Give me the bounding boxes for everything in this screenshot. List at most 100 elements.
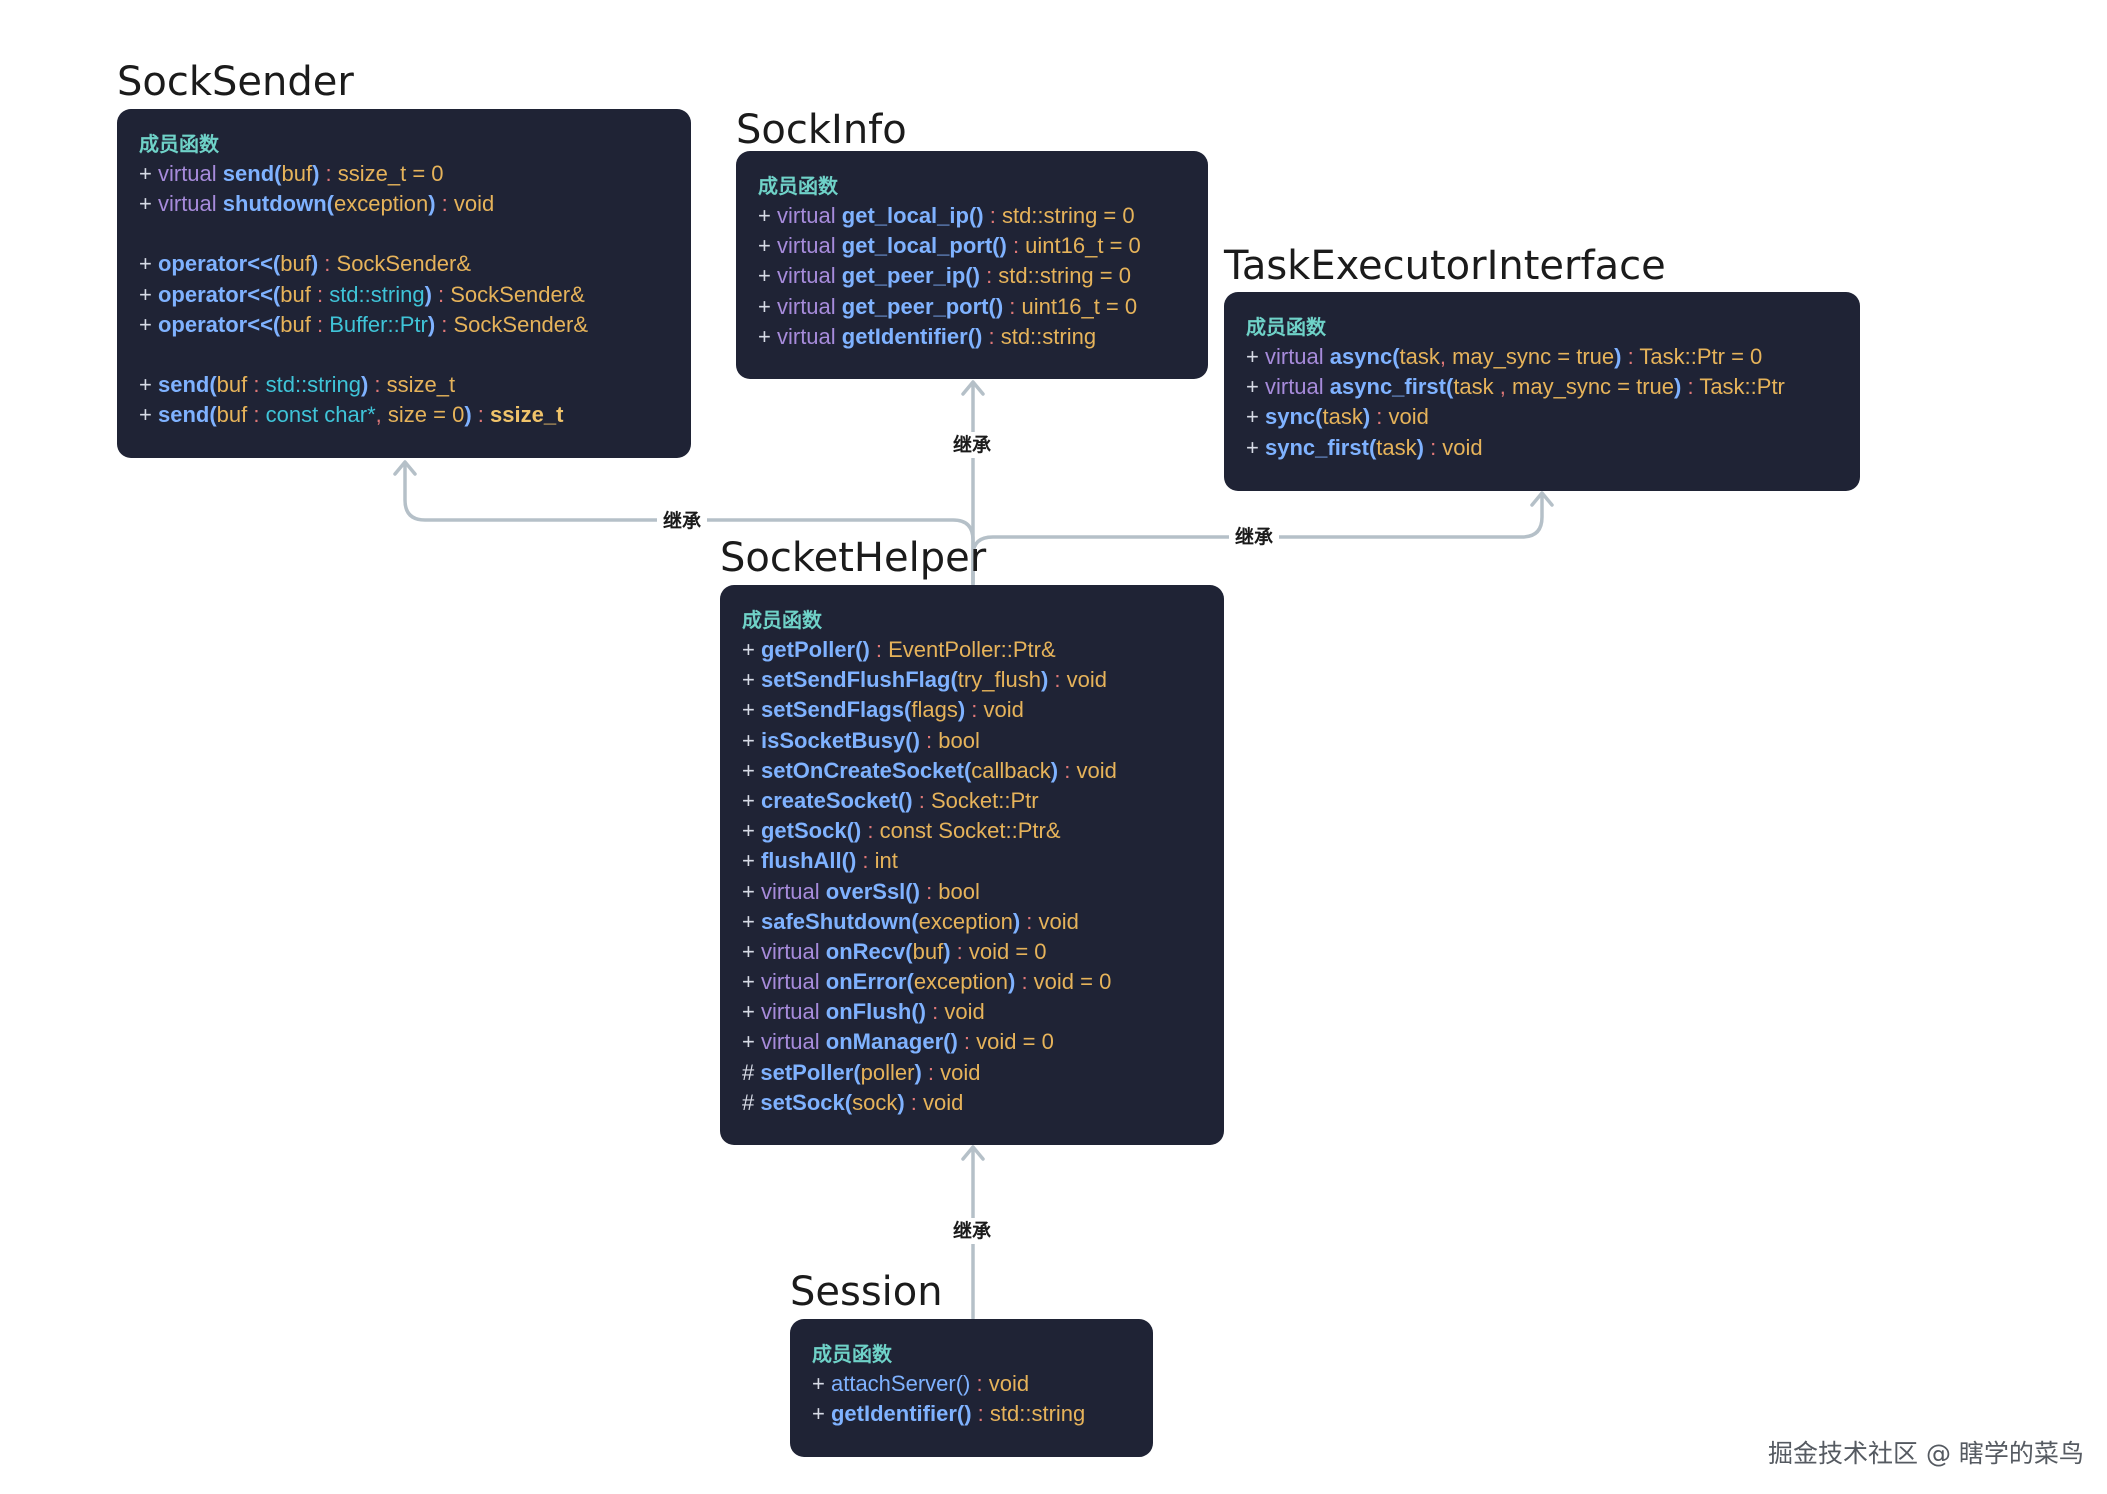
return-separator: : [1423,434,1443,460]
return-separator: : [431,281,451,307]
member-paren-close: ) [310,251,319,277]
member-return-type: void = 0 [968,938,1047,964]
member-row: + virtual overSsl() : bool [742,877,1202,907]
member-row: + virtual get_peer_ip() : std::string = … [758,261,1186,291]
member-paren-close: ) [360,371,369,397]
member-paren-close: ) [862,637,870,662]
edge-label-inherit-sockinfo: 继承 [947,432,998,458]
member-modifier: virtual [776,263,836,289]
class-box-taskexecutorinterface: 成员函数 + virtual async(task, may_sync = tr… [1224,292,1860,491]
member-row: + sync(task) : void [1246,402,1838,432]
member-paren-open: ( [272,311,281,337]
member-paren-open: ( [897,787,906,813]
member-row: + getPoller() : EventPoller::Ptr& [742,635,1202,665]
member-row: + virtual onManager() : void = 0 [742,1027,1202,1057]
member-param: task [1453,374,1500,400]
member-visibility: + [758,233,771,259]
member-paren-open: ( [950,667,958,693]
member-name: setOnCreateSocket [760,757,964,783]
member-row: + operator<<(buf : std::string) : SockSe… [139,280,669,310]
member-return-type: void [453,191,495,217]
return-separator: : [869,637,889,662]
class-title-taskexecutorinterface: TaskExecutorInterface [1224,243,1666,289]
member-paren-open: ( [326,191,334,217]
member-return-type: EventPoller::Ptr& [888,637,1056,662]
member-modifier: virtual [776,293,836,319]
member-paren-close: ) [1362,404,1371,430]
member-row: + send(buf : std::string) : ssize_t [139,370,669,400]
member-row: + send(buf : const char*, size = 0) : ss… [139,400,669,430]
class-box-sockethelper: 成员函数 + getPoller() : EventPoller::Ptr&+ … [720,585,1224,1145]
member-param-type: std::string [265,371,361,397]
member-list-session: + attachServer() : void+ getIdentifier()… [812,1369,1131,1429]
member-visibility: + [139,402,152,428]
member-name: send [157,402,210,428]
member-modifier: virtual [760,878,820,904]
edge-label-inherit-taskexecutor: 继承 [1229,524,1280,550]
class-title-socksender: SockSender [117,59,354,105]
class-title-sockinfo: SockInfo [736,107,907,153]
member-name: getSock [760,818,847,844]
arrowhead-sockinfo [961,380,985,396]
member-paren-close: ) [853,818,862,844]
member-row: + setSendFlushFlag(try_flush) : void [742,665,1202,695]
member-name: sync [1264,404,1316,430]
param-type-separator: : [247,402,266,428]
member-return-type: ssize_t = 0 [337,161,444,186]
member-name: async_first [1329,374,1446,400]
member-visibility: + [758,203,771,228]
member-paren-open: ( [963,757,972,783]
return-separator: : [1003,293,1022,319]
member-paren-close: ) [1614,344,1622,369]
member-name: setPoller [760,1059,854,1085]
member-visibility: + [1246,404,1259,430]
member-param: poller [860,1059,915,1085]
member-name: get_peer_ip [841,263,966,289]
member-visibility: + [742,969,755,995]
return-separator: : [950,938,969,964]
return-separator: : [921,1059,941,1085]
member-return-type: void = 0 [1033,969,1112,995]
param-type-separator: : [247,371,266,397]
member-paren-open: ( [905,938,913,964]
member-row: + virtual shutdown(exception) : void [139,189,669,219]
member-row: # setPoller(poller) : void [742,1058,1202,1088]
member-visibility: + [742,697,755,723]
member-visibility: + [742,938,755,964]
member-row: + createSocket() : Socket::Ptr [742,786,1202,816]
member-paren-open: ( [911,999,919,1025]
member-return-type: void [1066,667,1107,693]
member-name: setSendFlags [760,697,905,723]
member-param: sock [852,1089,898,1115]
arrowhead-socksender [393,460,417,476]
member-visibility: + [139,281,152,307]
member-modifier: virtual [760,1029,820,1055]
member-row: + virtual onError(exception) : void = 0 [742,967,1202,997]
member-visibility: + [742,727,755,753]
member-row: + attachServer() : void [812,1369,1131,1399]
member-visibility: + [742,757,755,783]
member-modifier: virtual [1264,374,1324,400]
member-paren-close: ) [428,191,436,217]
member-param-type: Buffer::Ptr [329,311,428,337]
member-paren-open: ( [209,402,217,428]
member-return-type: uint16_t = 0 [1021,293,1138,319]
member-row: + sync_first(task) : void [1246,433,1838,463]
member-visibility: # [742,1059,755,1085]
member-row: + virtual onFlush() : void [742,997,1202,1027]
return-separator: : [1015,969,1034,995]
member-visibility: + [758,293,771,319]
member-name: flushAll [760,848,842,874]
member-name: attachServer [830,1371,956,1396]
member-name: setSock [760,1089,845,1115]
member-name: onError [825,969,907,995]
member-name: onFlush [825,999,912,1025]
member-param: try_flush [957,667,1041,693]
return-separator: : [1370,404,1389,430]
member-paren-open: ( [1368,434,1377,460]
member-return-type: void [923,1089,964,1115]
return-separator: : [435,311,454,337]
member-paren-close: ) [464,402,472,428]
return-separator: : [919,727,939,753]
return-separator: : [435,191,454,217]
